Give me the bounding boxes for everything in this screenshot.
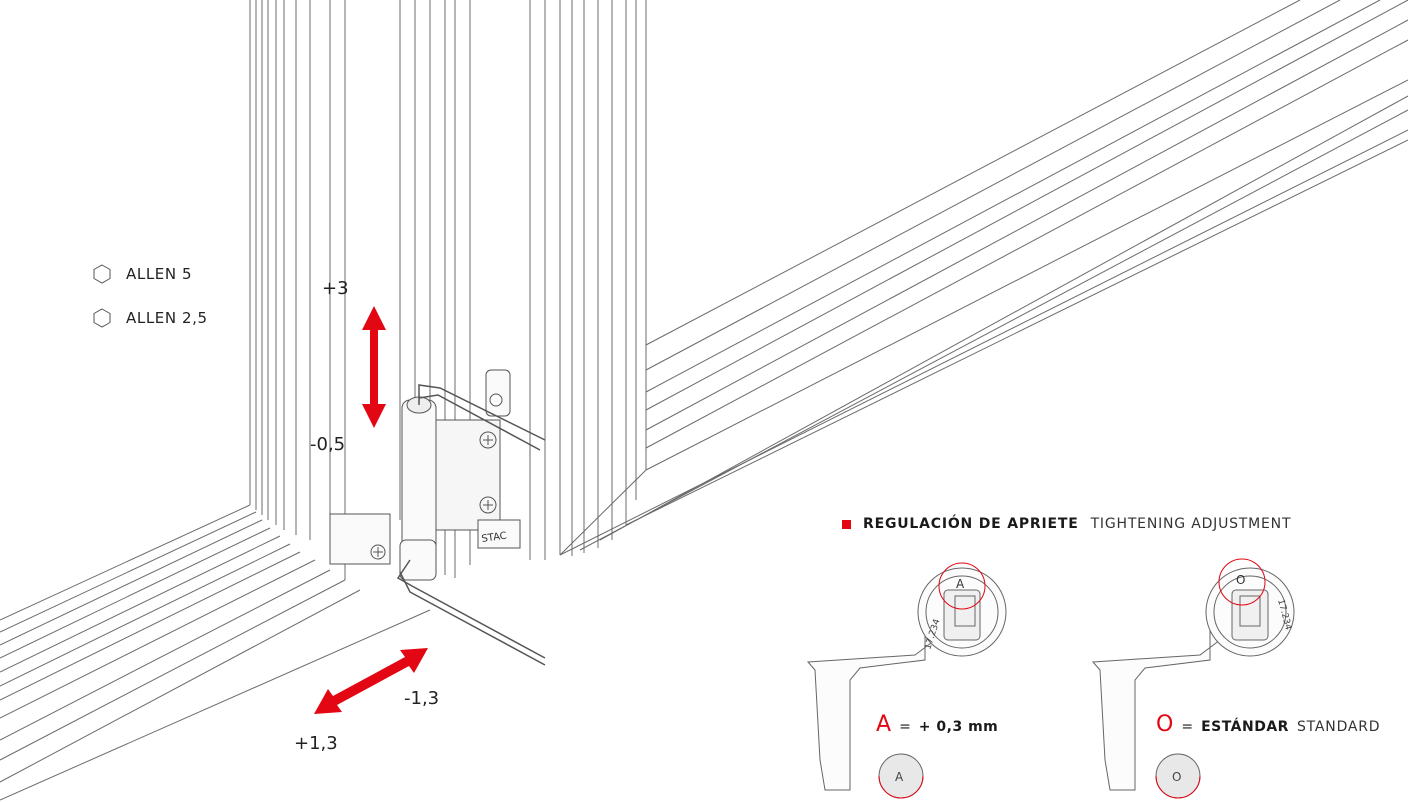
option-a-symbol: A: [876, 712, 892, 737]
cam-o-mark: O: [1236, 573, 1245, 587]
equals-sign: =: [1181, 719, 1194, 735]
lateral-adjust-arrow: [314, 648, 428, 714]
legend-item-allen-2-5: ALLEN 2,5: [92, 308, 208, 328]
lateral-plus-label: +1,3: [294, 733, 338, 754]
option-o-value-en: STANDARD: [1296, 719, 1381, 735]
option-a-value: + 0,3 mm: [918, 719, 999, 735]
allen-hex-icon: [93, 264, 111, 284]
cam-a-bottom-mark: A: [895, 770, 904, 784]
vertical-adjust-arrow: [362, 306, 386, 428]
legend-item-allen-5: ALLEN 5: [92, 264, 192, 284]
detail-cam-a: [806, 562, 1007, 799]
equals-sign: =: [899, 719, 911, 735]
cam-o-bottom-mark: O: [1172, 770, 1181, 784]
title-es: REGULACIÓN DE APRIETE: [863, 516, 1079, 532]
legend-label: ALLEN 5: [126, 265, 193, 283]
vertical-minus-label: -0,5: [310, 434, 346, 455]
title-en: TIGHTENING ADJUSTMENT: [1090, 516, 1292, 532]
hinge-brand-label: STAC: [481, 531, 508, 545]
option-o-formula: O = ESTÁNDAR STANDARD: [1156, 712, 1380, 737]
red-square-icon: [842, 519, 851, 529]
hinge-body: [329, 369, 521, 581]
allen-hex-icon: [93, 308, 111, 328]
tightening-section-title: REGULACIÓN DE APRIETE TIGHTENING ADJUSTM…: [842, 516, 1291, 532]
option-a-formula: A = + 0,3 mm: [876, 712, 998, 737]
detail-cam-o: [1091, 558, 1295, 799]
legend-label: ALLEN 2,5: [126, 309, 208, 327]
option-o-symbol: O: [1156, 712, 1174, 737]
window-sash-frame: [559, 0, 1408, 556]
allen-key-5: [418, 384, 546, 451]
bottom-frame-profile: [0, 504, 431, 801]
vertical-plus-label: +3: [322, 278, 349, 299]
fixed-frame-profile: [249, 0, 546, 578]
option-o-value: ESTÁNDAR: [1201, 719, 1289, 735]
lateral-minus-label: -1,3: [404, 688, 440, 709]
cam-a-mark: A: [956, 577, 965, 591]
allen-key-2-5: [396, 559, 546, 666]
